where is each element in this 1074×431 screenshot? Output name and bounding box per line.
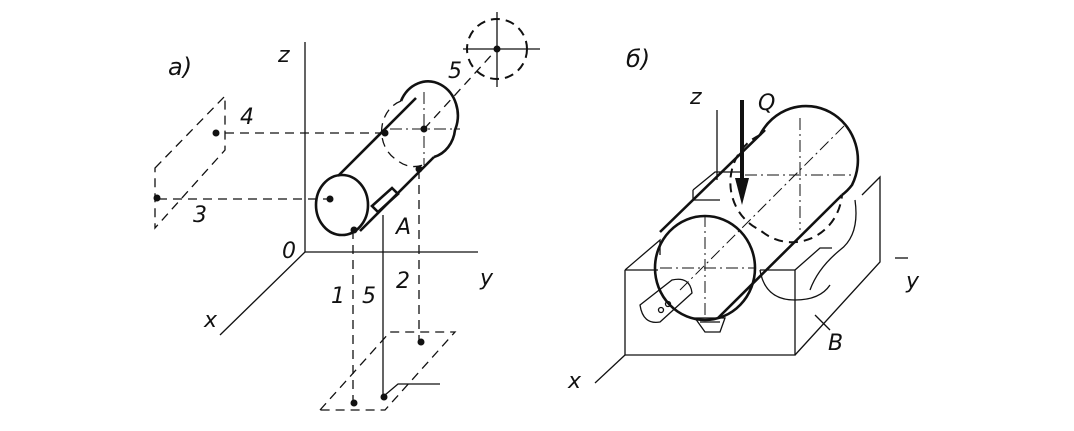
force-q-arrowhead [735, 178, 749, 205]
point-2 [415, 165, 423, 173]
figure-a: а) z y x 0 A 1 2 3 4 5 5 [153, 12, 540, 411]
line-label-1: 1 [331, 284, 345, 309]
cylinder-top-edge [337, 97, 417, 177]
cyl-b-axis [679, 124, 846, 291]
point-2-proj [417, 338, 425, 346]
point-label-a: A [394, 215, 411, 240]
figure-b: б) z Q y x B [567, 45, 920, 394]
point-4-proj [212, 129, 220, 137]
origin-label: 0 [282, 239, 296, 264]
panel-label-b: б) [626, 45, 650, 73]
cyl-b-back-face [758, 104, 860, 197]
block-front-face [624, 270, 796, 356]
line-label-3: 3 [193, 203, 207, 228]
bottom-plane-notch [384, 383, 440, 396]
point-back-center [420, 125, 428, 133]
point-1-proj [350, 399, 358, 407]
point-1 [350, 226, 358, 234]
cylinder-back-face [399, 80, 460, 159]
line-label-2: 2 [396, 269, 410, 294]
block-groove-front [759, 269, 831, 301]
axis-label-z-a: z [277, 43, 290, 68]
axis-label-x-a: x [203, 308, 218, 333]
line-label-4: 4 [240, 105, 254, 130]
point-3 [326, 195, 334, 203]
block-label-leader [814, 314, 831, 331]
cyl-b-bottom-edge [717, 194, 843, 319]
cyl-b-back-face-hidden [729, 134, 843, 244]
projection-line-5-top [423, 48, 498, 130]
key-a [370, 186, 400, 214]
shaft-stub [639, 278, 693, 324]
point-5-bottom-proj [380, 393, 388, 401]
axis-label-x-b: x [567, 369, 582, 394]
line-label-5-bottom: 5 [362, 284, 376, 309]
stub-hole-1 [657, 306, 665, 314]
line-label-5-top: 5 [448, 59, 462, 84]
v-block [624, 171, 881, 356]
x-axis-b [594, 354, 626, 384]
axis-label-z-b: z [689, 85, 702, 110]
point-3-proj [153, 194, 161, 202]
cylinder-front-face [314, 173, 370, 237]
cyl-b-top-edge [659, 129, 766, 233]
panel-label-a: а) [168, 53, 192, 81]
x-axis-a [219, 251, 306, 336]
bottom-projection-plane [318, 331, 457, 411]
force-label-q: Q [758, 91, 775, 116]
axis-label-y-b: y [905, 269, 920, 294]
block-front-left-top [624, 238, 661, 271]
axis-label-y-a: y [479, 266, 494, 291]
block-groove-back [809, 199, 857, 291]
side-projection-plane [154, 94, 226, 230]
block-top-right-step [794, 247, 832, 271]
block-label-b: B [828, 331, 843, 356]
point-5-proj [493, 45, 501, 53]
stub-hole-2 [664, 300, 672, 308]
block-right-face [794, 175, 881, 356]
point-4 [381, 129, 389, 137]
cylinder-back-face-hidden [380, 100, 435, 168]
